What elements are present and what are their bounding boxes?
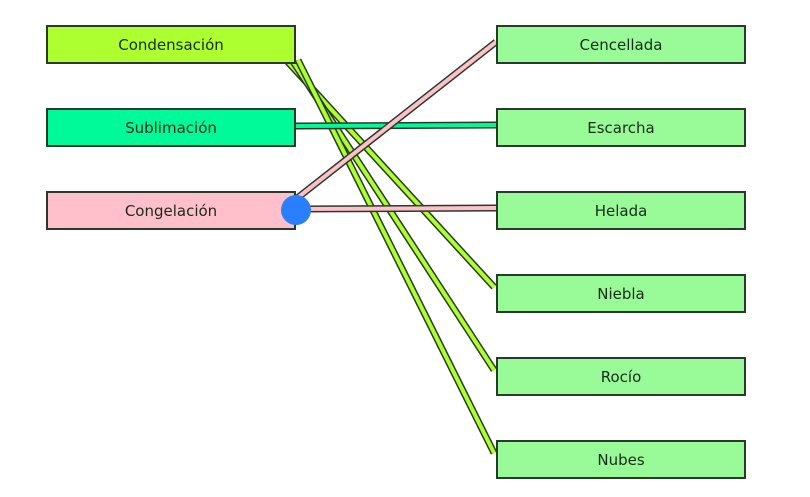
target-label: Nubes [597, 450, 645, 469]
source-box-sublimacion[interactable]: Sublimación [46, 108, 296, 147]
target-label: Cencellada [579, 35, 663, 54]
target-label: Escarcha [587, 118, 655, 137]
drag-handle[interactable] [281, 195, 311, 225]
target-box-cencellada[interactable]: Cencellada [496, 25, 746, 64]
connection-line[interactable] [295, 123, 497, 128]
source-label: Sublimación [125, 118, 217, 137]
target-label: Helada [594, 201, 648, 220]
connection-line[interactable] [295, 206, 497, 211]
target-box-helada[interactable]: Helada [496, 191, 746, 230]
source-box-condensacion[interactable]: Condensación [46, 25, 296, 64]
source-label: Congelación [124, 201, 218, 220]
target-box-niebla[interactable]: Niebla [496, 274, 746, 313]
target-label: Niebla [597, 284, 645, 303]
target-box-escarcha[interactable]: Escarcha [496, 108, 746, 147]
connection-line[interactable] [294, 40, 498, 201]
target-label: Rocío [600, 367, 642, 386]
source-box-congelacion[interactable]: Congelación [46, 191, 296, 230]
target-box-nubes[interactable]: Nubes [496, 440, 746, 479]
target-box-rocio[interactable]: Rocío [496, 357, 746, 396]
source-label: Condensación [118, 35, 224, 54]
